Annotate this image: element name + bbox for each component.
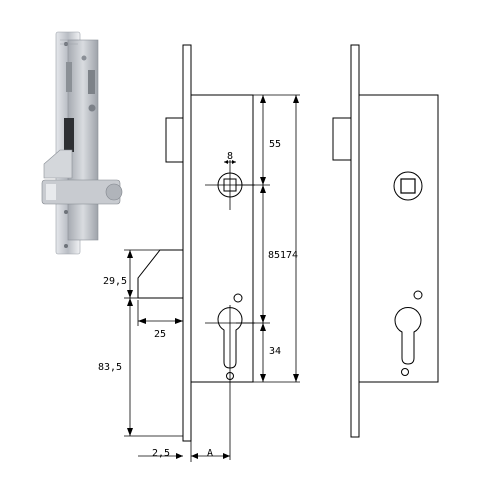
photo-latch bbox=[43, 149, 73, 179]
dim-latch-projection: 25 bbox=[154, 329, 166, 340]
dim-overall-height: 174 bbox=[280, 250, 298, 261]
bolt-outline bbox=[165, 117, 184, 163]
case-outline bbox=[190, 94, 254, 383]
cylinder-cutout bbox=[217, 307, 243, 369]
dim-cylinder-to-bottom: 34 bbox=[269, 346, 281, 357]
dim-latch-height: 29,5 bbox=[103, 276, 127, 287]
rear-faceplate bbox=[350, 44, 360, 438]
dim-spindle-to-cylinder: 85 bbox=[268, 250, 280, 261]
rear-bolt bbox=[332, 117, 352, 161]
rear-cylinder-cutout bbox=[394, 306, 422, 365]
latch-outline bbox=[137, 249, 183, 299]
dim-faceplate-thickness: 2,5 bbox=[152, 448, 170, 459]
dim-backset: A bbox=[207, 448, 213, 459]
dim-top-to-spindle: 55 bbox=[269, 139, 281, 150]
dim-hole-size: 8 bbox=[227, 151, 233, 162]
dim-cylinder-from-bottom: 83,5 bbox=[98, 362, 122, 373]
rear-case bbox=[358, 94, 439, 383]
rear-spindle-hole bbox=[393, 171, 423, 201]
